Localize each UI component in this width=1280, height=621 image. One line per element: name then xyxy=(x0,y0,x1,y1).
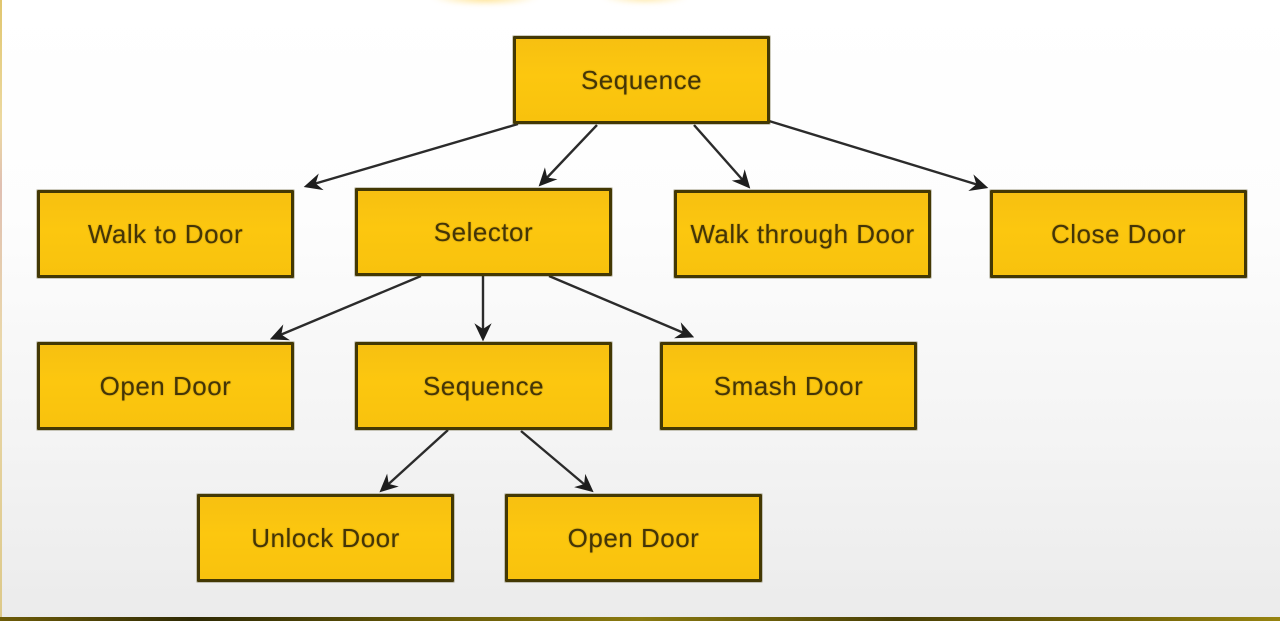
node-close-door: Close Door xyxy=(990,190,1247,278)
node-walk-to-door: Walk to Door xyxy=(37,190,294,278)
top-edge-glow xyxy=(600,0,690,5)
edge-inner-sequence-to-unlock-door xyxy=(379,429,449,493)
node-label: Sequence xyxy=(580,64,703,95)
node-smash-door: Smash Door xyxy=(660,342,917,430)
node-inner-sequence: Sequence xyxy=(355,342,612,430)
node-label: Smash Door xyxy=(713,370,864,401)
top-edge-glow xyxy=(430,0,540,6)
node-selector: Selector xyxy=(355,188,612,276)
node-label: Walk to Door xyxy=(87,218,244,249)
edge-inner-sequence-to-open-door-2 xyxy=(520,430,594,493)
bottom-edge-strip xyxy=(0,617,1280,621)
node-open-door: Open Door xyxy=(37,342,294,430)
edge-root-to-walk-through-door xyxy=(693,124,751,189)
node-label: Open Door xyxy=(567,522,700,553)
node-walk-through-door: Walk through Door xyxy=(674,190,931,278)
left-edge-line xyxy=(0,0,2,621)
node-label: Unlock Door xyxy=(251,522,400,553)
node-root-sequence: Sequence xyxy=(513,36,770,124)
node-label: Walk through Door xyxy=(690,218,915,249)
edge-root-to-close-door xyxy=(768,119,989,191)
edge-selector-to-open-door xyxy=(269,274,422,341)
node-label: Close Door xyxy=(1050,218,1187,249)
edge-root-to-selector xyxy=(538,124,598,187)
edge-selector-to-smash-door xyxy=(548,274,695,339)
node-label: Open Door xyxy=(99,370,232,401)
node-unlock-door: Unlock Door xyxy=(197,494,454,582)
node-label: Selector xyxy=(433,216,534,247)
edge-root-to-walk-to-door xyxy=(303,122,519,191)
node-label: Sequence xyxy=(422,370,545,401)
node-open-door-2: Open Door xyxy=(505,494,762,582)
